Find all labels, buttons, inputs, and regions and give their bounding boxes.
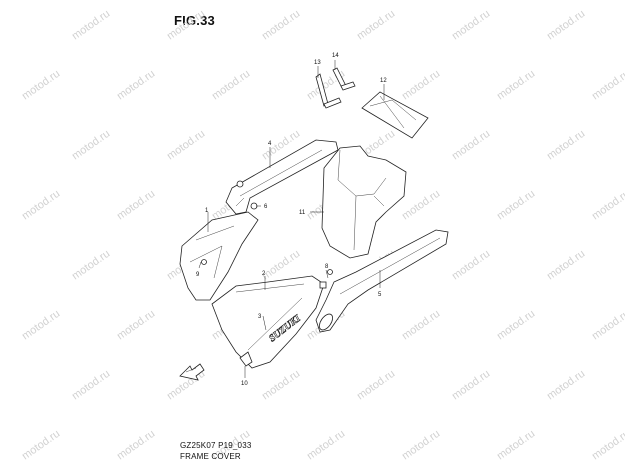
arrow-icon: [179, 363, 205, 381]
watermark-text: motod.ru: [495, 428, 537, 463]
watermark-text: motod.ru: [495, 188, 537, 223]
callout-2: 2: [262, 271, 266, 277]
watermark-text: motod.ru: [545, 128, 587, 163]
callout-10: 10: [241, 381, 248, 387]
callout-labels: 1 2 3 4 5 6 8 9 10 11 12 13 14: [196, 53, 387, 387]
watermark-text: motod.ru: [450, 248, 492, 283]
callout-4: 4: [268, 141, 272, 147]
watermark-text: motod.ru: [450, 368, 492, 403]
part-storage-box: [321, 145, 407, 259]
watermark-text: motod.ru: [450, 128, 492, 163]
part-hex-keys: [315, 67, 356, 109]
watermark-text: motod.ru: [590, 308, 625, 343]
callout-8: 8: [325, 264, 329, 270]
callout-6: 6: [264, 204, 268, 210]
callout-3: 3: [258, 314, 262, 320]
watermark-text: motod.ru: [70, 248, 112, 283]
watermark-text: motod.ru: [70, 128, 112, 163]
callout-5: 5: [378, 292, 382, 298]
watermark-text: motod.ru: [115, 68, 157, 103]
watermark-text: motod.ru: [20, 308, 62, 343]
part-fasteners: [239, 202, 333, 367]
figure-name: FRAME COVER: [180, 452, 241, 461]
callout-1: 1: [205, 208, 209, 214]
watermark-text: motod.ru: [165, 8, 207, 43]
figure-code: GZ25K07 P19_033: [180, 441, 252, 450]
part-lower-rail: [315, 229, 449, 333]
callout-11: 11: [299, 210, 306, 216]
part-upper-rail: [225, 139, 339, 215]
watermark-text: motod.ru: [210, 68, 252, 103]
figure-title: FIG.33: [174, 13, 215, 28]
watermark-text: motod.ru: [70, 368, 112, 403]
watermark-text: motod.ru: [450, 8, 492, 43]
watermark-text: motod.ru: [400, 428, 442, 463]
watermark-text: motod.ru: [545, 8, 587, 43]
watermark-text: motod.ru: [305, 428, 347, 463]
watermark-text: motod.ru: [400, 188, 442, 223]
callout-13: 13: [314, 60, 321, 66]
watermark-text: motod.ru: [545, 248, 587, 283]
watermark-text: motod.ru: [20, 68, 62, 103]
watermark-text: motod.ru: [70, 8, 112, 43]
callout-12: 12: [380, 78, 387, 84]
watermark-text: motod.ru: [115, 188, 157, 223]
leader-lines: [198, 60, 385, 378]
watermark-text: motod.ru: [495, 308, 537, 343]
callout-14: 14: [332, 53, 339, 59]
callout-9: 9: [196, 272, 200, 278]
watermark-text: motod.ru: [590, 428, 625, 463]
watermark-text: motod.ru: [400, 308, 442, 343]
watermark-text: motod.ru: [545, 368, 587, 403]
watermark-text: motod.ru: [20, 188, 62, 223]
watermark-text: motod.ru: [590, 68, 625, 103]
watermark-text: motod.ru: [400, 68, 442, 103]
watermark-text: motod.ru: [260, 368, 302, 403]
watermark-text: motod.ru: [115, 428, 157, 463]
watermark-text: motod.ru: [495, 68, 537, 103]
part-left-frame-cover: [179, 211, 259, 301]
watermark-text: motod.ru: [20, 428, 62, 463]
part-tool-bag: [361, 91, 429, 139]
watermark-text: motod.ru: [165, 128, 207, 163]
watermark-text: motod.ru: [590, 188, 625, 223]
watermark-text: motod.ru: [355, 368, 397, 403]
watermark-text: motod.ru: [260, 8, 302, 43]
watermark-text: motod.ru: [355, 8, 397, 43]
watermark-text: motod.ru: [115, 308, 157, 343]
part-main-frame-cover: SUZUKI: [211, 275, 325, 369]
watermark-text: motod.ru: [260, 248, 302, 283]
